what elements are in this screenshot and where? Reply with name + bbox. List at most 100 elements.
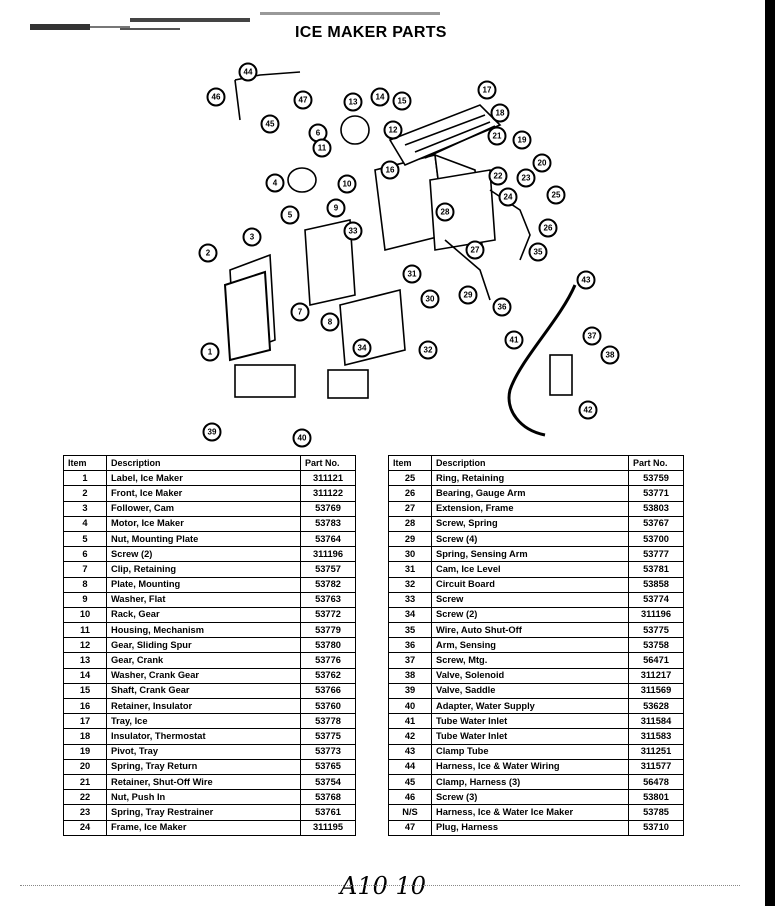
svg-text:17: 17 bbox=[483, 86, 492, 95]
callout-26: 26 bbox=[538, 218, 558, 238]
cell-description: Label, Ice Maker bbox=[106, 470, 301, 487]
callout-2: 2 bbox=[198, 243, 218, 263]
cell-item: 17 bbox=[63, 713, 107, 730]
svg-text:4: 4 bbox=[273, 179, 278, 188]
cell-description: Circuit Board bbox=[431, 576, 629, 593]
svg-text:41: 41 bbox=[510, 336, 519, 345]
callout-14: 14 bbox=[370, 87, 390, 107]
cell-part-no: 53762 bbox=[300, 667, 356, 684]
callout-20: 20 bbox=[532, 153, 552, 173]
cell-item: N/S bbox=[388, 804, 432, 821]
cell-item: 9 bbox=[63, 591, 107, 608]
cell-description: Tube Water Inlet bbox=[431, 728, 629, 745]
callout-43: 43 bbox=[576, 270, 596, 290]
callout-8: 8 bbox=[320, 312, 340, 332]
cell-item: 24 bbox=[63, 819, 107, 836]
cell-part-no: 311196 bbox=[628, 606, 684, 624]
cell-part-no: 53700 bbox=[628, 530, 684, 548]
svg-text:44: 44 bbox=[244, 68, 253, 77]
cell-item: 4 bbox=[63, 515, 107, 532]
svg-text:8: 8 bbox=[328, 318, 333, 327]
cell-item: 36 bbox=[388, 637, 432, 654]
svg-text:34: 34 bbox=[358, 344, 367, 353]
cell-item: 44 bbox=[388, 758, 432, 775]
cell-item: 25 bbox=[388, 470, 432, 487]
handwritten-signature: A10 10 bbox=[340, 872, 427, 900]
svg-text:15: 15 bbox=[398, 97, 407, 106]
callout-45: 45 bbox=[260, 114, 280, 134]
cell-description: Screw (2) bbox=[431, 606, 629, 624]
svg-text:22: 22 bbox=[494, 172, 503, 181]
cell-description: Cam, Ice Level bbox=[431, 561, 629, 578]
cell-part-no: 311577 bbox=[628, 758, 684, 775]
cell-item: 8 bbox=[63, 576, 107, 593]
callout-44: 44 bbox=[238, 62, 258, 82]
cell-description: Arm, Sensing bbox=[431, 637, 629, 654]
callout-38: 38 bbox=[600, 345, 620, 365]
cell-item: 34 bbox=[388, 606, 432, 624]
cell-part-no: 53761 bbox=[300, 804, 356, 821]
svg-text:30: 30 bbox=[426, 295, 435, 304]
cell-item: 35 bbox=[388, 622, 432, 639]
cell-description: Screw (4) bbox=[431, 530, 629, 548]
cell-description: Rack, Gear bbox=[106, 606, 301, 624]
cell-description: Valve, Saddle bbox=[431, 682, 629, 700]
cell-description: Ring, Retaining bbox=[431, 470, 629, 487]
svg-text:42: 42 bbox=[584, 406, 593, 415]
cell-item: 12 bbox=[63, 637, 107, 654]
cell-description: Adapter, Water Supply bbox=[431, 697, 629, 715]
cell-item: 1 bbox=[63, 470, 107, 487]
cell-item: 37 bbox=[388, 652, 432, 669]
cell-item: 42 bbox=[388, 728, 432, 745]
svg-text:1: 1 bbox=[208, 348, 213, 357]
cell-part-no: 53764 bbox=[300, 530, 356, 548]
cell-item: 29 bbox=[388, 530, 432, 548]
cell-item: 5 bbox=[63, 530, 107, 548]
svg-text:37: 37 bbox=[588, 332, 597, 341]
cell-description: Clip, Retaining bbox=[106, 561, 301, 578]
callout-12: 12 bbox=[383, 120, 403, 140]
cell-description: Plate, Mounting bbox=[106, 576, 301, 593]
col-description: Description bbox=[106, 454, 301, 472]
cell-item: 3 bbox=[63, 500, 107, 517]
cell-part-no: 53771 bbox=[628, 485, 684, 502]
cell-part-no: 53769 bbox=[300, 500, 356, 517]
svg-text:19: 19 bbox=[518, 136, 527, 145]
svg-text:45: 45 bbox=[266, 120, 275, 129]
callout-11: 11 bbox=[312, 138, 332, 158]
svg-text:31: 31 bbox=[408, 270, 417, 279]
cell-description: Extension, Frame bbox=[431, 500, 629, 517]
cell-part-no: 53759 bbox=[628, 470, 684, 487]
cell-description: Gear, Sliding Spur bbox=[106, 637, 301, 654]
callout-23: 23 bbox=[516, 168, 536, 188]
svg-text:20: 20 bbox=[538, 159, 547, 168]
cell-part-no: 53782 bbox=[300, 576, 356, 593]
table-header-row: Item Description Part No. bbox=[63, 454, 356, 472]
cell-description: Housing, Mechanism bbox=[106, 622, 301, 639]
svg-text:38: 38 bbox=[606, 351, 615, 360]
svg-text:40: 40 bbox=[298, 434, 307, 443]
scan-noise-top bbox=[30, 12, 440, 30]
cell-part-no: 311251 bbox=[628, 743, 684, 760]
cell-item: 18 bbox=[63, 728, 107, 745]
cell-part-no: 53768 bbox=[300, 789, 356, 806]
svg-text:43: 43 bbox=[582, 276, 591, 285]
cell-description: Insulator, Thermostat bbox=[106, 728, 301, 745]
